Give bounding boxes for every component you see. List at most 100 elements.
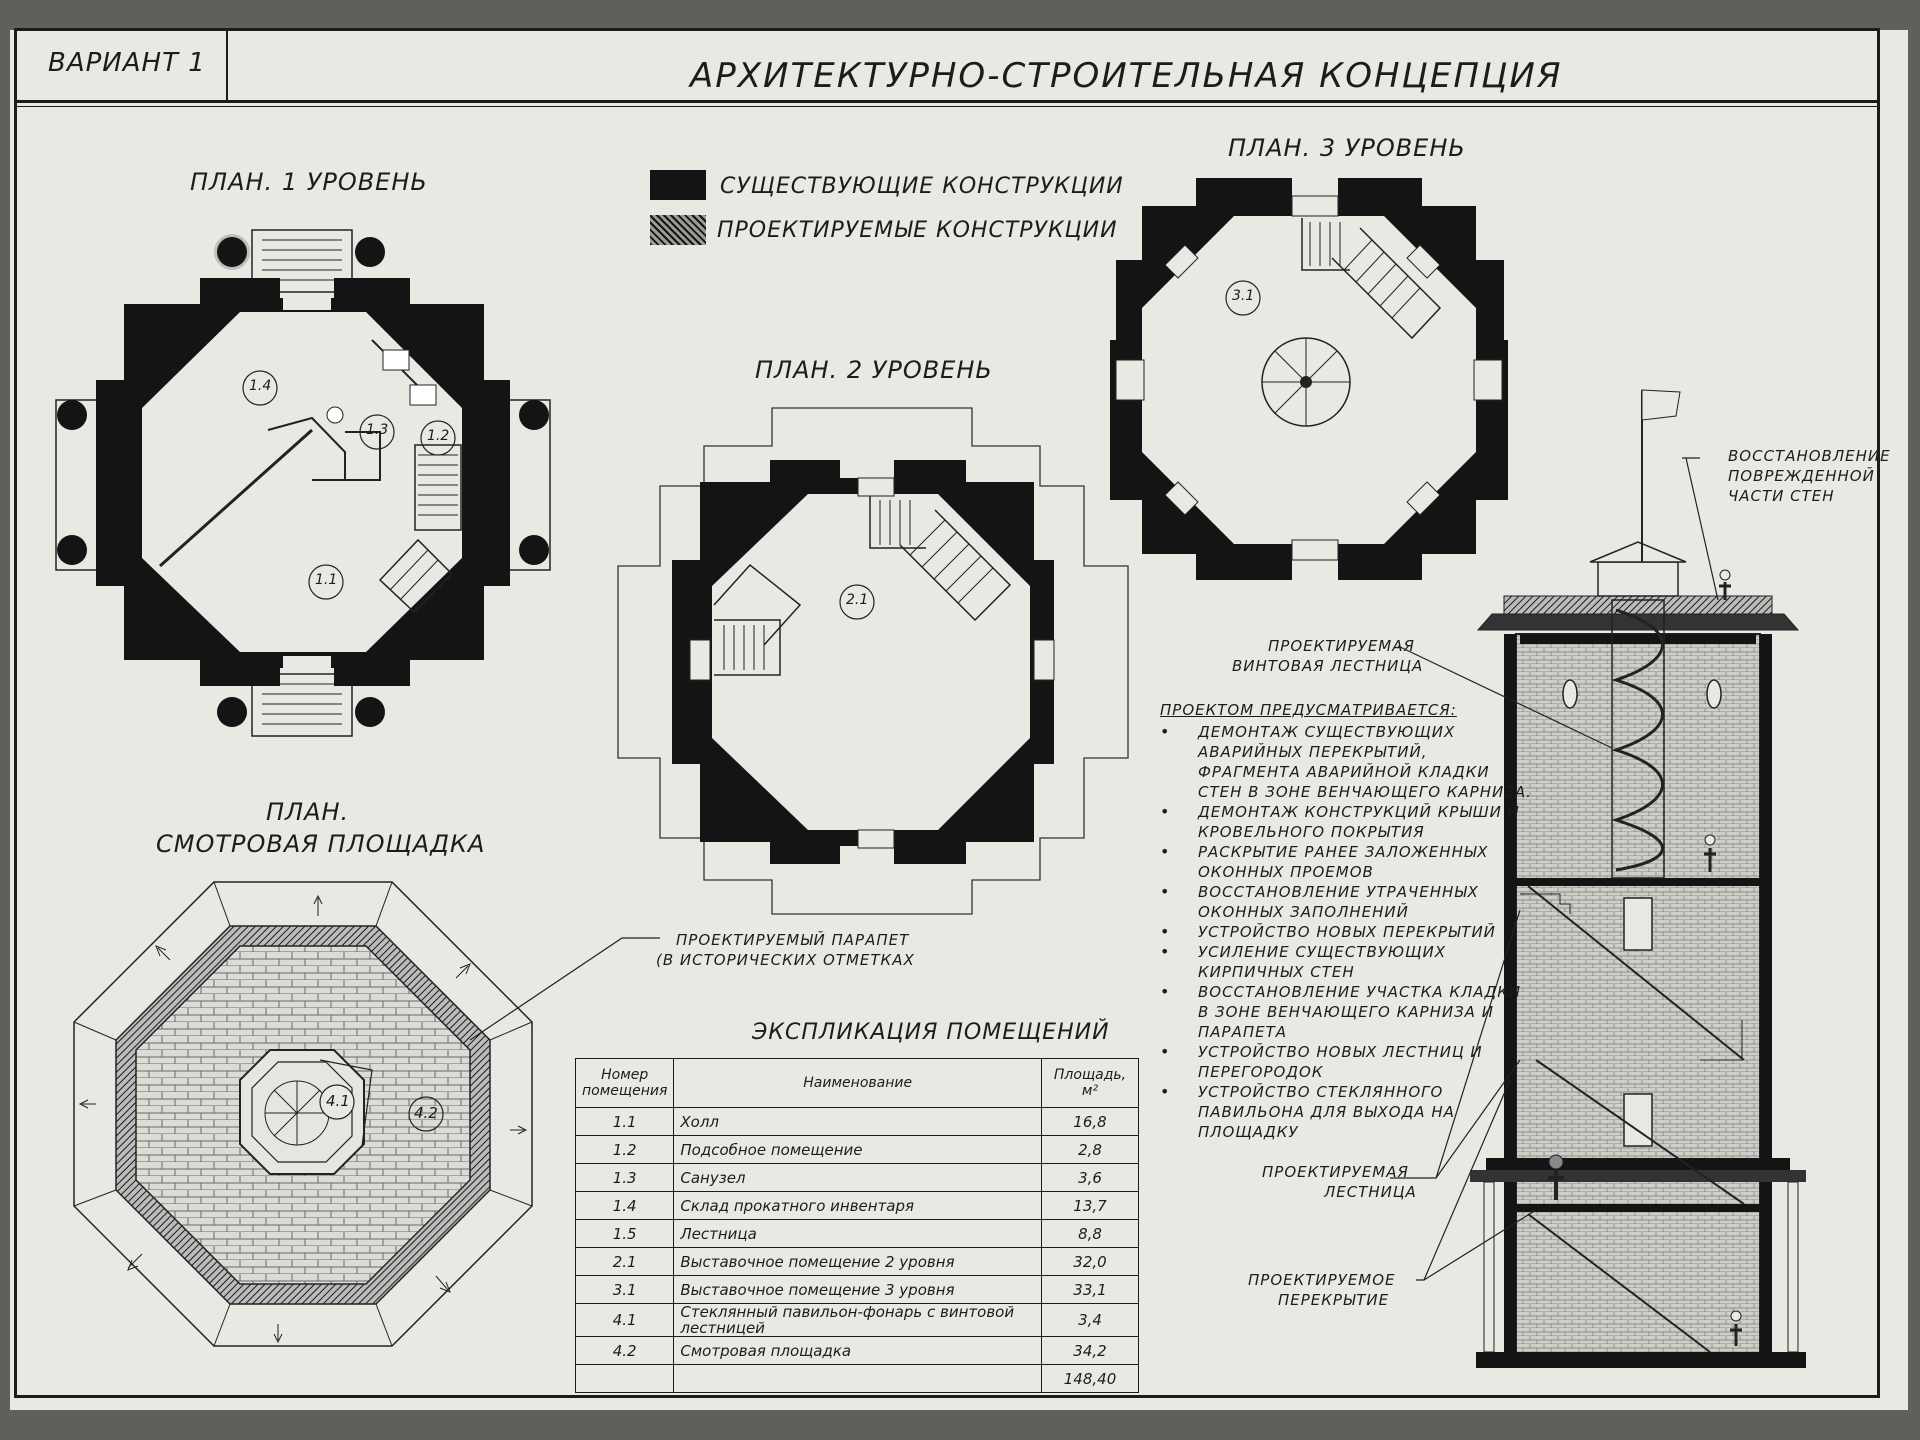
note-stair-2: ЛЕСТНИЦА [1324, 1183, 1417, 1201]
note-restore-2: ПОВРЕЖДЕННОЙ [1728, 467, 1875, 485]
plan-title-level2: ПЛАН. 2 УРОВЕНЬ [755, 356, 993, 384]
scope-line: УСИЛЕНИЕ СУЩЕСТВУЮЩИХ [1198, 943, 1446, 961]
cell-number: 2.1 [574, 1247, 675, 1276]
scope-line: ПЕРЕГОРОДОК [1198, 1063, 1324, 1081]
column-header-number: Номер помещения [574, 1058, 675, 1108]
variant-separator [226, 28, 228, 100]
note-parapet-2: (В ИСТОРИЧЕСКИХ ОТМЕТКАХ [656, 951, 915, 969]
legend-swatch-existing [650, 170, 706, 200]
scope-line: АВАРИЙНЫХ ПЕРЕКРЫТИЙ, [1198, 743, 1428, 761]
room-label-1-4: 1.4 [249, 378, 272, 394]
room-label-1-2: 1.2 [427, 428, 450, 444]
note-parapet-1: ПРОЕКТИРУЕМЫЙ ПАРАПЕТ [676, 931, 910, 949]
cell-name: Подсобное помещение [673, 1135, 1042, 1164]
scope-line: РАСКРЫТИЕ РАНЕЕ ЗАЛОЖЕННЫХ [1198, 843, 1489, 861]
scope-line: В ЗОНЕ ВЕНЧАЮЩЕГО КАРНИЗА И [1198, 1003, 1494, 1021]
cell-name: Холл [673, 1107, 1042, 1136]
cell-name: Смотровая площадка [673, 1336, 1042, 1365]
scope-line: ПАРАПЕТА [1198, 1023, 1288, 1041]
cell-name: Выставочное помещение 2 уровня [673, 1247, 1042, 1276]
cell-area: 32,0 [1041, 1247, 1139, 1276]
scope-line: ВОССТАНОВЛЕНИЕ УЧАСТКА КЛАДКИ [1198, 983, 1522, 1001]
scope-line: ОКОННЫХ ЗАПОЛНЕНИЙ [1198, 903, 1409, 921]
cell-area: 3,6 [1041, 1163, 1139, 1192]
table-row-total: 148,40 [574, 1364, 1139, 1393]
cell-number: 1.2 [574, 1135, 675, 1164]
legend-swatch-designed [650, 215, 706, 245]
cell-area: 13,7 [1041, 1191, 1139, 1220]
scope-line: ПЛОЩАДКУ [1198, 1123, 1299, 1141]
cell-area: 8,8 [1041, 1219, 1139, 1248]
room-label-3-1: 3.1 [1232, 288, 1255, 304]
header-rule [14, 100, 1880, 103]
room-label-4-2: 4.2 [414, 1104, 438, 1122]
scope-item: УСТРОЙСТВО НОВЫХ ЛЕСТНИЦ И ПЕРЕГОРОДОК [1160, 1042, 1532, 1082]
scope-item: ВОССТАНОВЛЕНИЕ УТРАЧЕННЫХ ОКОННЫХ ЗАПОЛН… [1160, 882, 1532, 922]
cell-number: 1.3 [574, 1163, 675, 1192]
note-spiral-1: ПРОЕКТИРУЕМАЯ [1268, 637, 1415, 655]
room-label-2-1: 2.1 [846, 592, 869, 608]
plan-level1 [55, 229, 551, 737]
cell-empty [673, 1364, 1042, 1393]
plan-title-level3: ПЛАН. 3 УРОВЕНЬ [1228, 134, 1466, 162]
plan-level2 [617, 407, 1129, 915]
sheet-title: АРХИТЕКТУРНО-СТРОИТЕЛЬНАЯ КОНЦЕПЦИЯ [690, 56, 1563, 96]
column-header-name: Наименование [673, 1058, 1042, 1108]
scope-line: ДЕМОНТАЖ КОНСТРУКЦИЙ КРЫШИ И [1198, 803, 1520, 821]
cell-name: Выставочное помещение 3 уровня [673, 1275, 1042, 1304]
explication-title: ЭКСПЛИКАЦИЯ ПОМЕЩЕНИЙ [752, 1020, 1110, 1045]
note-floor-1: ПРОЕКТИРУЕМОЕ [1248, 1271, 1396, 1289]
room-label-1-3: 1.3 [366, 422, 389, 438]
drawing-frame [14, 28, 1880, 1398]
plan-level3 [1110, 178, 1508, 580]
scope-item: УСТРОЙСТВО НОВЫХ ПЕРЕКРЫТИЙ [1160, 922, 1532, 942]
legend-label-existing: СУЩЕСТВУЮЩИЕ КОНСТРУКЦИИ [720, 174, 1124, 199]
plan-title-deck-line1: ПЛАН. [266, 798, 350, 826]
cell-name: Санузел [673, 1163, 1042, 1192]
scope-item: РАСКРЫТИЕ РАНЕЕ ЗАЛОЖЕННЫХ ОКОННЫХ ПРОЕМ… [1160, 842, 1532, 882]
note-stair-1: ПРОЕКТИРУЕМАЯ [1262, 1163, 1409, 1181]
note-spiral-2: ВИНТОВАЯ ЛЕСТНИЦА [1232, 657, 1424, 675]
scope-item: ВОССТАНОВЛЕНИЕ УЧАСТКА КЛАДКИ В ЗОНЕ ВЕН… [1160, 982, 1532, 1042]
cell-number: 4.2 [574, 1336, 675, 1365]
plan-deck [73, 881, 660, 1347]
variant-label: ВАРИАНТ 1 [48, 48, 206, 78]
scope-item: УСИЛЕНИЕ СУЩЕСТВУЮЩИХ КИРПИЧНЫХ СТЕН [1160, 942, 1532, 982]
cell-total-area: 148,40 [1041, 1364, 1139, 1393]
column-header-area: Площадь, м² [1041, 1058, 1139, 1108]
scope-line: СТЕН В ЗОНЕ ВЕНЧАЮЩЕГО КАРНИЗА. [1198, 783, 1532, 801]
cell-number: 1.5 [574, 1219, 675, 1248]
scope-line: ОКОННЫХ ПРОЕМОВ [1198, 863, 1374, 881]
cell-area: 3,4 [1041, 1303, 1139, 1337]
room-label-4-1: 4.1 [326, 1092, 350, 1110]
cell-area: 16,8 [1041, 1107, 1139, 1136]
cell-name: Лестница [673, 1219, 1042, 1248]
cell-number: 1.1 [574, 1107, 675, 1136]
scope-line: ВОССТАНОВЛЕНИЕ УТРАЧЕННЫХ [1198, 883, 1479, 901]
cell-area: 34,2 [1041, 1336, 1139, 1365]
scope-line: КРОВЕЛЬНОГО ПОКРЫТИЯ [1198, 823, 1425, 841]
scope-line: ДЕМОНТАЖ СУЩЕСТВУЮЩИХ [1198, 723, 1456, 741]
room-label-1-1: 1.1 [315, 572, 338, 588]
scope-list: ПРОЕКТОМ ПРЕДУСМАТРИВАЕТСЯ: ДЕМОНТАЖ СУЩ… [1160, 700, 1532, 1142]
header-rule-thin [14, 106, 1880, 107]
plan-title-deck-line2: СМОТРОВАЯ ПЛОЩАДКА [156, 830, 486, 858]
scope-item: ДЕМОНТАЖ КОНСТРУКЦИЙ КРЫШИ И КРОВЕЛЬНОГО… [1160, 802, 1532, 842]
cell-area: 33,1 [1041, 1275, 1139, 1304]
plan-title-level1: ПЛАН. 1 УРОВЕНЬ [190, 168, 428, 196]
cell-number: 4.1 [574, 1303, 675, 1337]
note-restore-1: ВОССТАНОВЛЕНИЕ [1728, 447, 1891, 465]
scope-item: ДЕМОНТАЖ СУЩЕСТВУЮЩИХ АВАРИЙНЫХ ПЕРЕКРЫТ… [1160, 722, 1532, 802]
note-floor-2: ПЕРЕКРЫТИЕ [1278, 1291, 1390, 1309]
scope-line: КИРПИЧНЫХ СТЕН [1198, 963, 1355, 981]
cell-number: 3.1 [574, 1275, 675, 1304]
